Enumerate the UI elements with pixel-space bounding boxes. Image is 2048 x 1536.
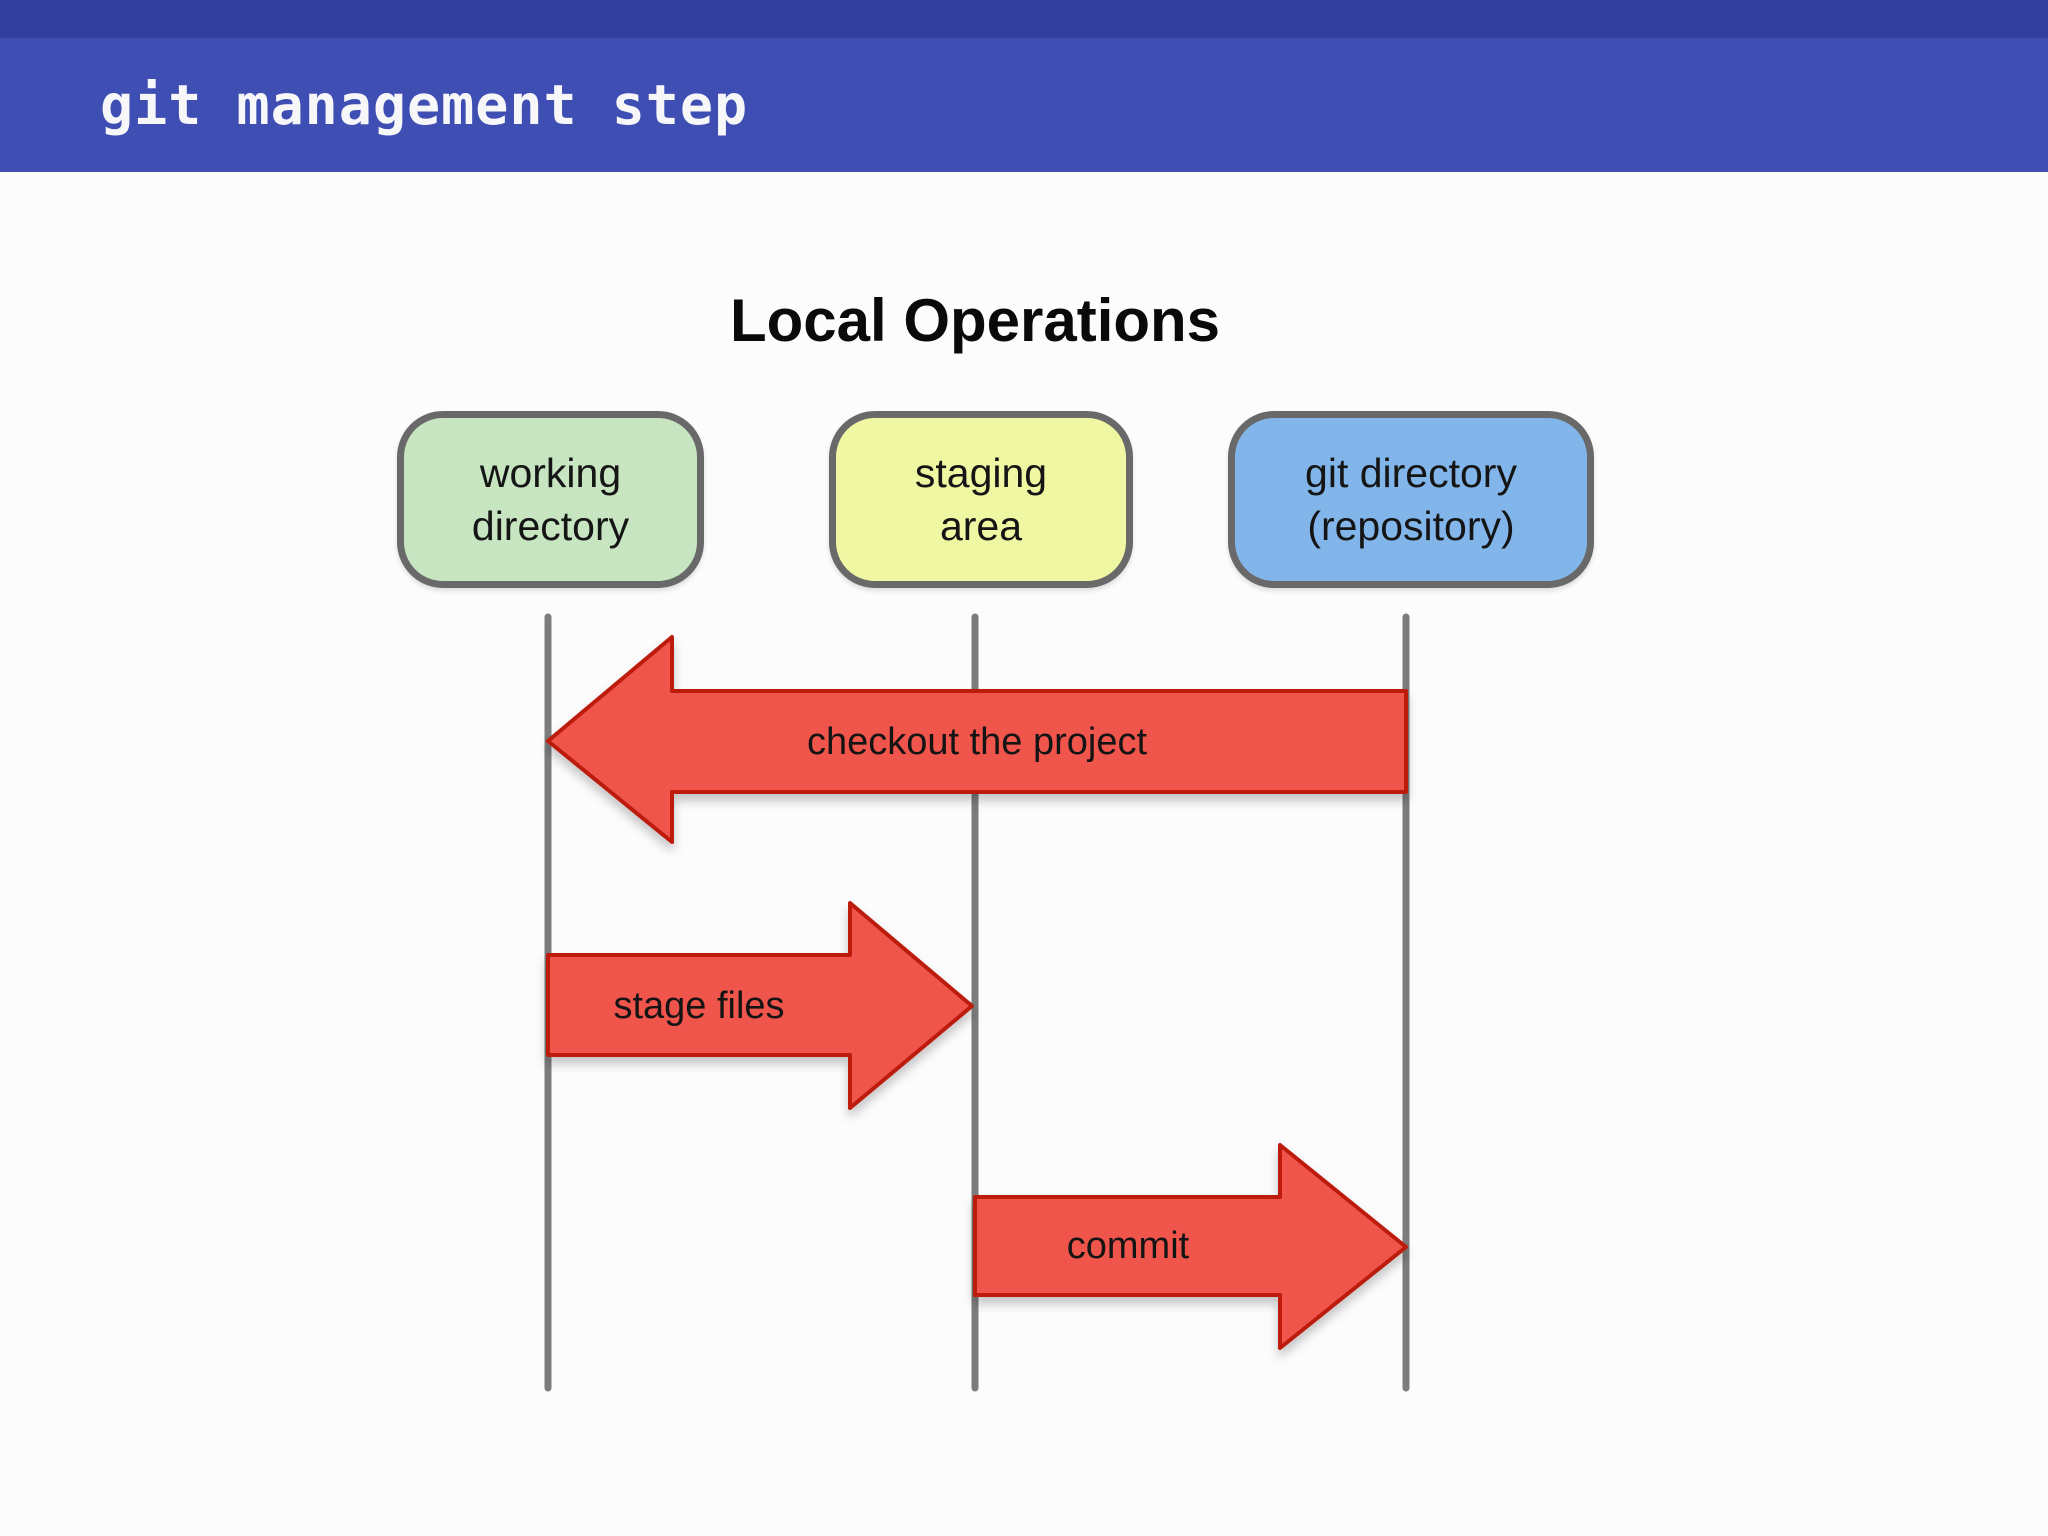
- arrow-checkout-left: [546, 635, 1408, 844]
- arrow-label-commit: commit: [1066, 1225, 1190, 1267]
- node-staging-area-label: staging area: [914, 449, 1048, 549]
- header-top-strip: [0, 0, 2048, 38]
- node-working-directory-label: working directory: [471, 449, 630, 549]
- arrow-label-stage-files: stage files: [613, 985, 785, 1027]
- slide-header-bar: git management step: [0, 38, 2048, 172]
- slide-title: git management step: [100, 73, 749, 137]
- arrow-stage-files-right: [546, 901, 974, 1110]
- diagram-title: Local Operations: [729, 287, 1221, 354]
- arrow-commit-right: [973, 1143, 1408, 1350]
- node-git-directory: git directory (repository): [1228, 411, 1594, 588]
- arrow-label-checkout: checkout the project: [806, 721, 1148, 763]
- node-staging-area: staging area: [829, 411, 1133, 588]
- node-working-directory: working directory: [397, 411, 704, 588]
- node-git-directory-label: git directory (repository): [1305, 449, 1517, 549]
